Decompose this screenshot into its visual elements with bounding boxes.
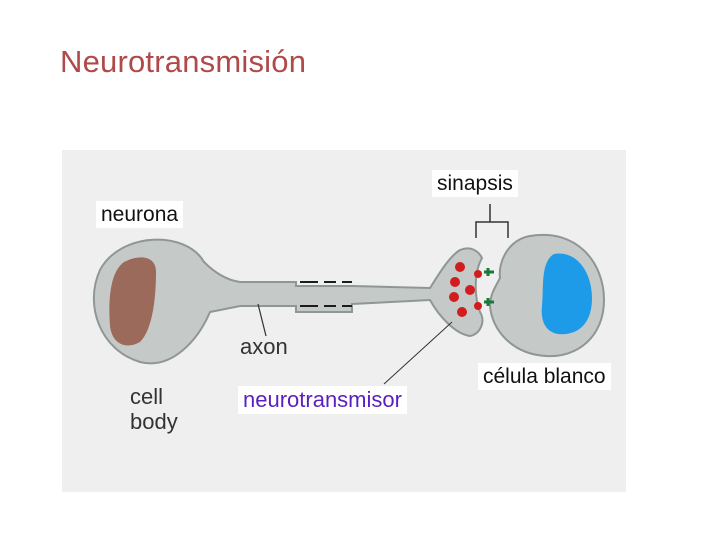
- slide-title: Neurotransmisión: [60, 44, 307, 79]
- target-nucleus: [541, 253, 592, 335]
- label-cell-line2: body: [130, 409, 178, 435]
- axon-break-marks: [300, 281, 352, 307]
- label-celula-blanco: célula blanco: [478, 363, 611, 390]
- label-cell-body: cell body: [130, 384, 178, 435]
- neuron-outline: [92, 238, 484, 365]
- receptors: [484, 268, 494, 306]
- label-sinapsis: sinapsis: [432, 170, 518, 197]
- neuron-nucleus: [109, 257, 156, 346]
- label-cell-line1: cell: [130, 384, 164, 409]
- axon-pointer-line: [257, 303, 267, 337]
- label-neurotransmisor: neurotransmisor: [238, 386, 407, 414]
- label-axon: axon: [240, 334, 288, 359]
- neurotransmitter-pointer-line: [383, 321, 453, 385]
- label-neurona: neurona: [96, 201, 184, 228]
- synapse-bracket: [475, 204, 509, 238]
- neurotransmitter-molecules: [449, 262, 482, 317]
